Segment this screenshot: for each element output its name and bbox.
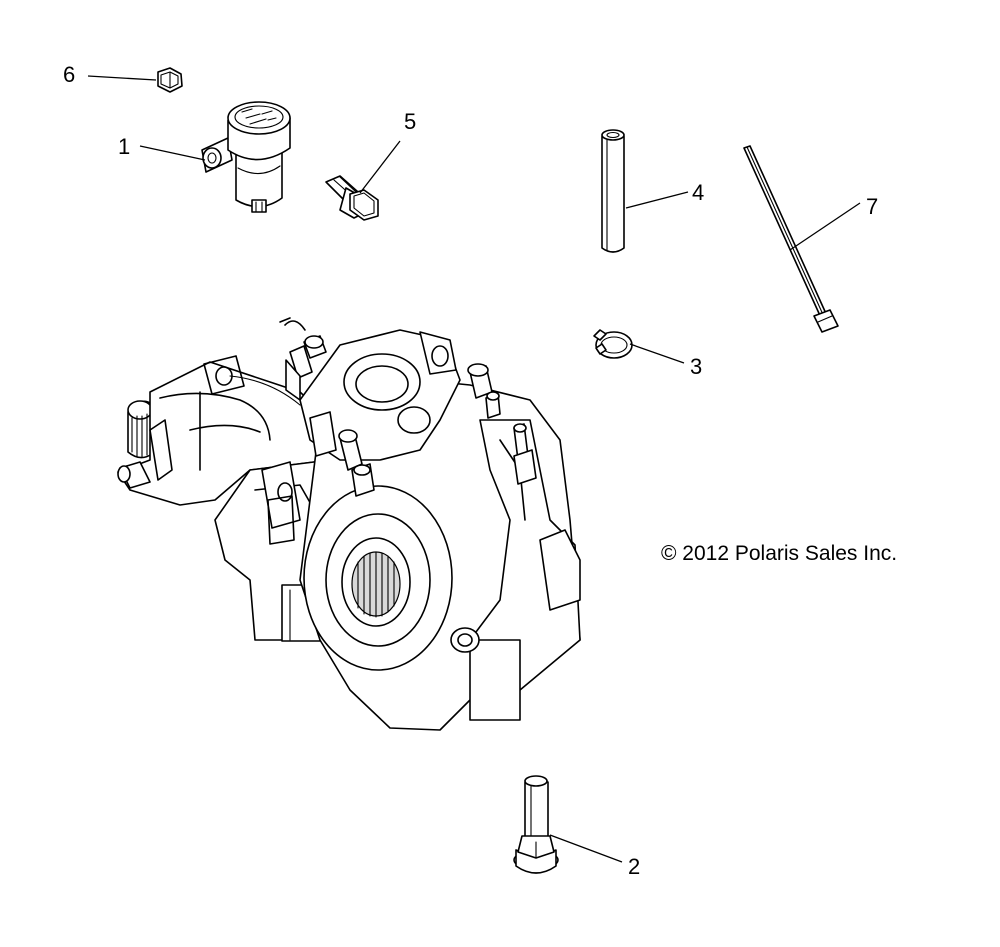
copyright-text: © 2012 Polaris Sales Inc. — [661, 542, 897, 565]
callout-1: 1 — [118, 134, 130, 159]
leader-1 — [139, 145, 206, 161]
leader-5 — [359, 140, 401, 194]
fitting-right — [513, 423, 537, 485]
gearcase-assembly — [117, 317, 581, 731]
fitting-top-left — [279, 317, 327, 401]
part-7-cable-tie — [743, 145, 839, 333]
input-shaft-spline — [127, 400, 153, 459]
fitting-mid — [338, 429, 375, 497]
part-6-hex-nut — [157, 67, 183, 93]
callout-2: 2 — [628, 854, 640, 879]
part-5-bolt — [325, 175, 379, 221]
fitting-top-right — [467, 363, 501, 419]
callout-4: 4 — [692, 180, 704, 205]
callout-5: 5 — [404, 109, 416, 134]
part-4-tube — [601, 129, 625, 253]
callout-7: 7 — [866, 194, 878, 219]
part-3-hose-clamp — [593, 329, 633, 359]
leader-6 — [87, 75, 157, 81]
part-2-flange-bolt — [513, 775, 559, 874]
leader-7 — [789, 202, 861, 251]
callout-3: 3 — [690, 354, 702, 379]
leader-2 — [549, 834, 623, 863]
callout-6: 6 — [63, 62, 75, 87]
part-1-reservoir — [201, 101, 291, 213]
leader-4 — [625, 191, 689, 209]
leader-3 — [629, 343, 685, 364]
